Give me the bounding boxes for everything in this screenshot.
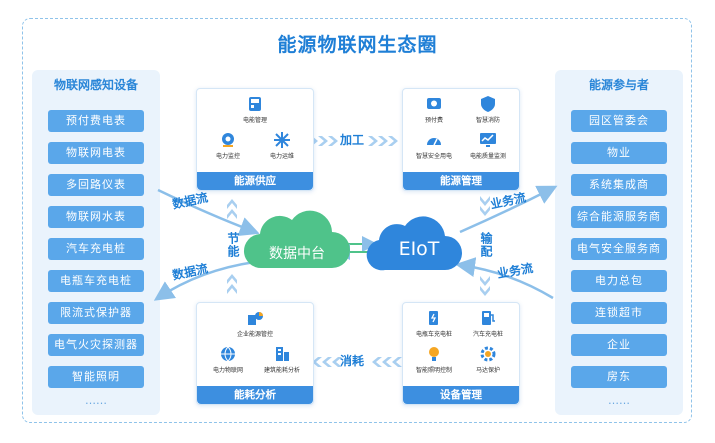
card-footer: 能源管理 bbox=[403, 172, 519, 190]
right-more: …… bbox=[608, 394, 630, 407]
right-item: 房东 bbox=[571, 366, 667, 388]
left-item: 多回路仪表 bbox=[48, 174, 144, 196]
bottom-chevrons bbox=[312, 357, 402, 367]
bulb-icon bbox=[429, 347, 439, 361]
right-panel-title: 能源参与者 bbox=[588, 78, 649, 92]
card-item: 电力监控 bbox=[203, 131, 253, 160]
flow-label-top: 加工 bbox=[340, 133, 365, 147]
card-device-management: 电瓶车充电桩 汽车充电桩 智能照明控制 马达保护 设备管理 bbox=[402, 302, 520, 405]
left-item: 限流式保护器 bbox=[48, 302, 144, 324]
left-more: …… bbox=[85, 394, 107, 407]
card-item: 智慧安全用电 bbox=[409, 131, 459, 160]
card-footer: 能耗分析 bbox=[197, 386, 313, 404]
card-item: 建筑能耗分析 bbox=[257, 345, 307, 374]
data-center-cloud bbox=[243, 210, 350, 269]
card-footer: 能源供应 bbox=[197, 172, 313, 190]
right-item: 连锁超市 bbox=[571, 302, 667, 324]
building-icon bbox=[276, 347, 289, 361]
globe-icon bbox=[221, 346, 235, 362]
right-vertical-chevrons bbox=[480, 196, 490, 296]
left-item: 物联网水表 bbox=[48, 206, 144, 228]
snowflake-icon bbox=[274, 132, 290, 148]
card-item: 预付费 bbox=[409, 95, 459, 124]
shield-icon bbox=[481, 96, 495, 112]
card-item: 电能质量监测 bbox=[463, 131, 513, 160]
ecosystem-frame bbox=[22, 18, 692, 423]
gear-icon bbox=[480, 346, 496, 362]
right-item: 园区管委会 bbox=[571, 110, 667, 132]
card-item: 智能照明控制 bbox=[409, 345, 459, 374]
left-item: 汽车充电桩 bbox=[48, 238, 144, 260]
right-item: 系统集成商 bbox=[571, 174, 667, 196]
card-footer: 设备管理 bbox=[403, 386, 519, 404]
flow-label-bottom: 消耗 bbox=[340, 354, 365, 368]
charger-icon bbox=[429, 311, 438, 325]
card-item: 智慧消防 bbox=[463, 95, 513, 124]
card-energy-management: 预付费 智慧消防 智慧安全用电 电能质量监测 能源管理 bbox=[402, 88, 520, 191]
left-item: 电瓶车充电桩 bbox=[48, 270, 144, 292]
right-panel: 能源参与者 园区管委会 物业 系统集成商 综合能源服务商 电气安全服务商 电力总… bbox=[555, 70, 683, 415]
card-item: 企业能源管控 bbox=[230, 309, 280, 338]
right-item: 企业 bbox=[571, 334, 667, 356]
left-item: 智能照明 bbox=[48, 366, 144, 388]
eiot-cloud bbox=[366, 216, 462, 271]
card-item: 电力物联网 bbox=[203, 345, 253, 374]
monitor-gear-icon bbox=[222, 133, 234, 147]
prepaid-icon bbox=[427, 98, 441, 109]
left-panel: 物联网感知设备 预付费电表 物联网电表 多回路仪表 物联网水表 汽车充电桩 电瓶… bbox=[32, 70, 160, 415]
left-item: 电气火灾探测器 bbox=[48, 334, 144, 356]
card-item: 电力运维 bbox=[257, 131, 307, 160]
right-item: 电气安全服务商 bbox=[571, 238, 667, 260]
card-item: 电瓶车充电桩 bbox=[409, 309, 459, 338]
card-item: 马达保护 bbox=[463, 345, 513, 374]
right-item: 物业 bbox=[571, 142, 667, 164]
card-item: 电能管理 bbox=[230, 95, 280, 124]
data-center-label: 数据中台 bbox=[269, 246, 325, 262]
left-vertical-chevrons bbox=[227, 199, 237, 294]
eiot-label: EIoT bbox=[398, 238, 440, 260]
top-chevrons bbox=[308, 136, 398, 146]
chart-monitor-icon bbox=[480, 133, 496, 147]
left-item: 预付费电表 bbox=[48, 110, 144, 132]
gauge-icon bbox=[427, 138, 441, 146]
card-energy-supply: 电能管理 电力监控 电力运维 能源供应 bbox=[196, 88, 314, 191]
flow-label-right-vertical: 输配 bbox=[479, 232, 493, 258]
ev-charger-icon bbox=[482, 311, 495, 325]
page-title: 能源物联网生态圈 bbox=[277, 34, 438, 56]
left-item: 物联网电表 bbox=[48, 142, 144, 164]
card-energy-analysis: 企业能源管控 电力物联网 建筑能耗分析 能耗分析 bbox=[196, 302, 314, 405]
right-item: 电力总包 bbox=[571, 270, 667, 292]
card-item: 汽车充电桩 bbox=[463, 309, 513, 338]
right-item: 综合能源服务商 bbox=[571, 206, 667, 228]
left-panel-title: 物联网感知设备 bbox=[53, 78, 138, 92]
meter-icon bbox=[249, 97, 261, 111]
building-chart-icon bbox=[248, 312, 263, 325]
flow-label-left-vertical: 节能 bbox=[226, 232, 240, 258]
